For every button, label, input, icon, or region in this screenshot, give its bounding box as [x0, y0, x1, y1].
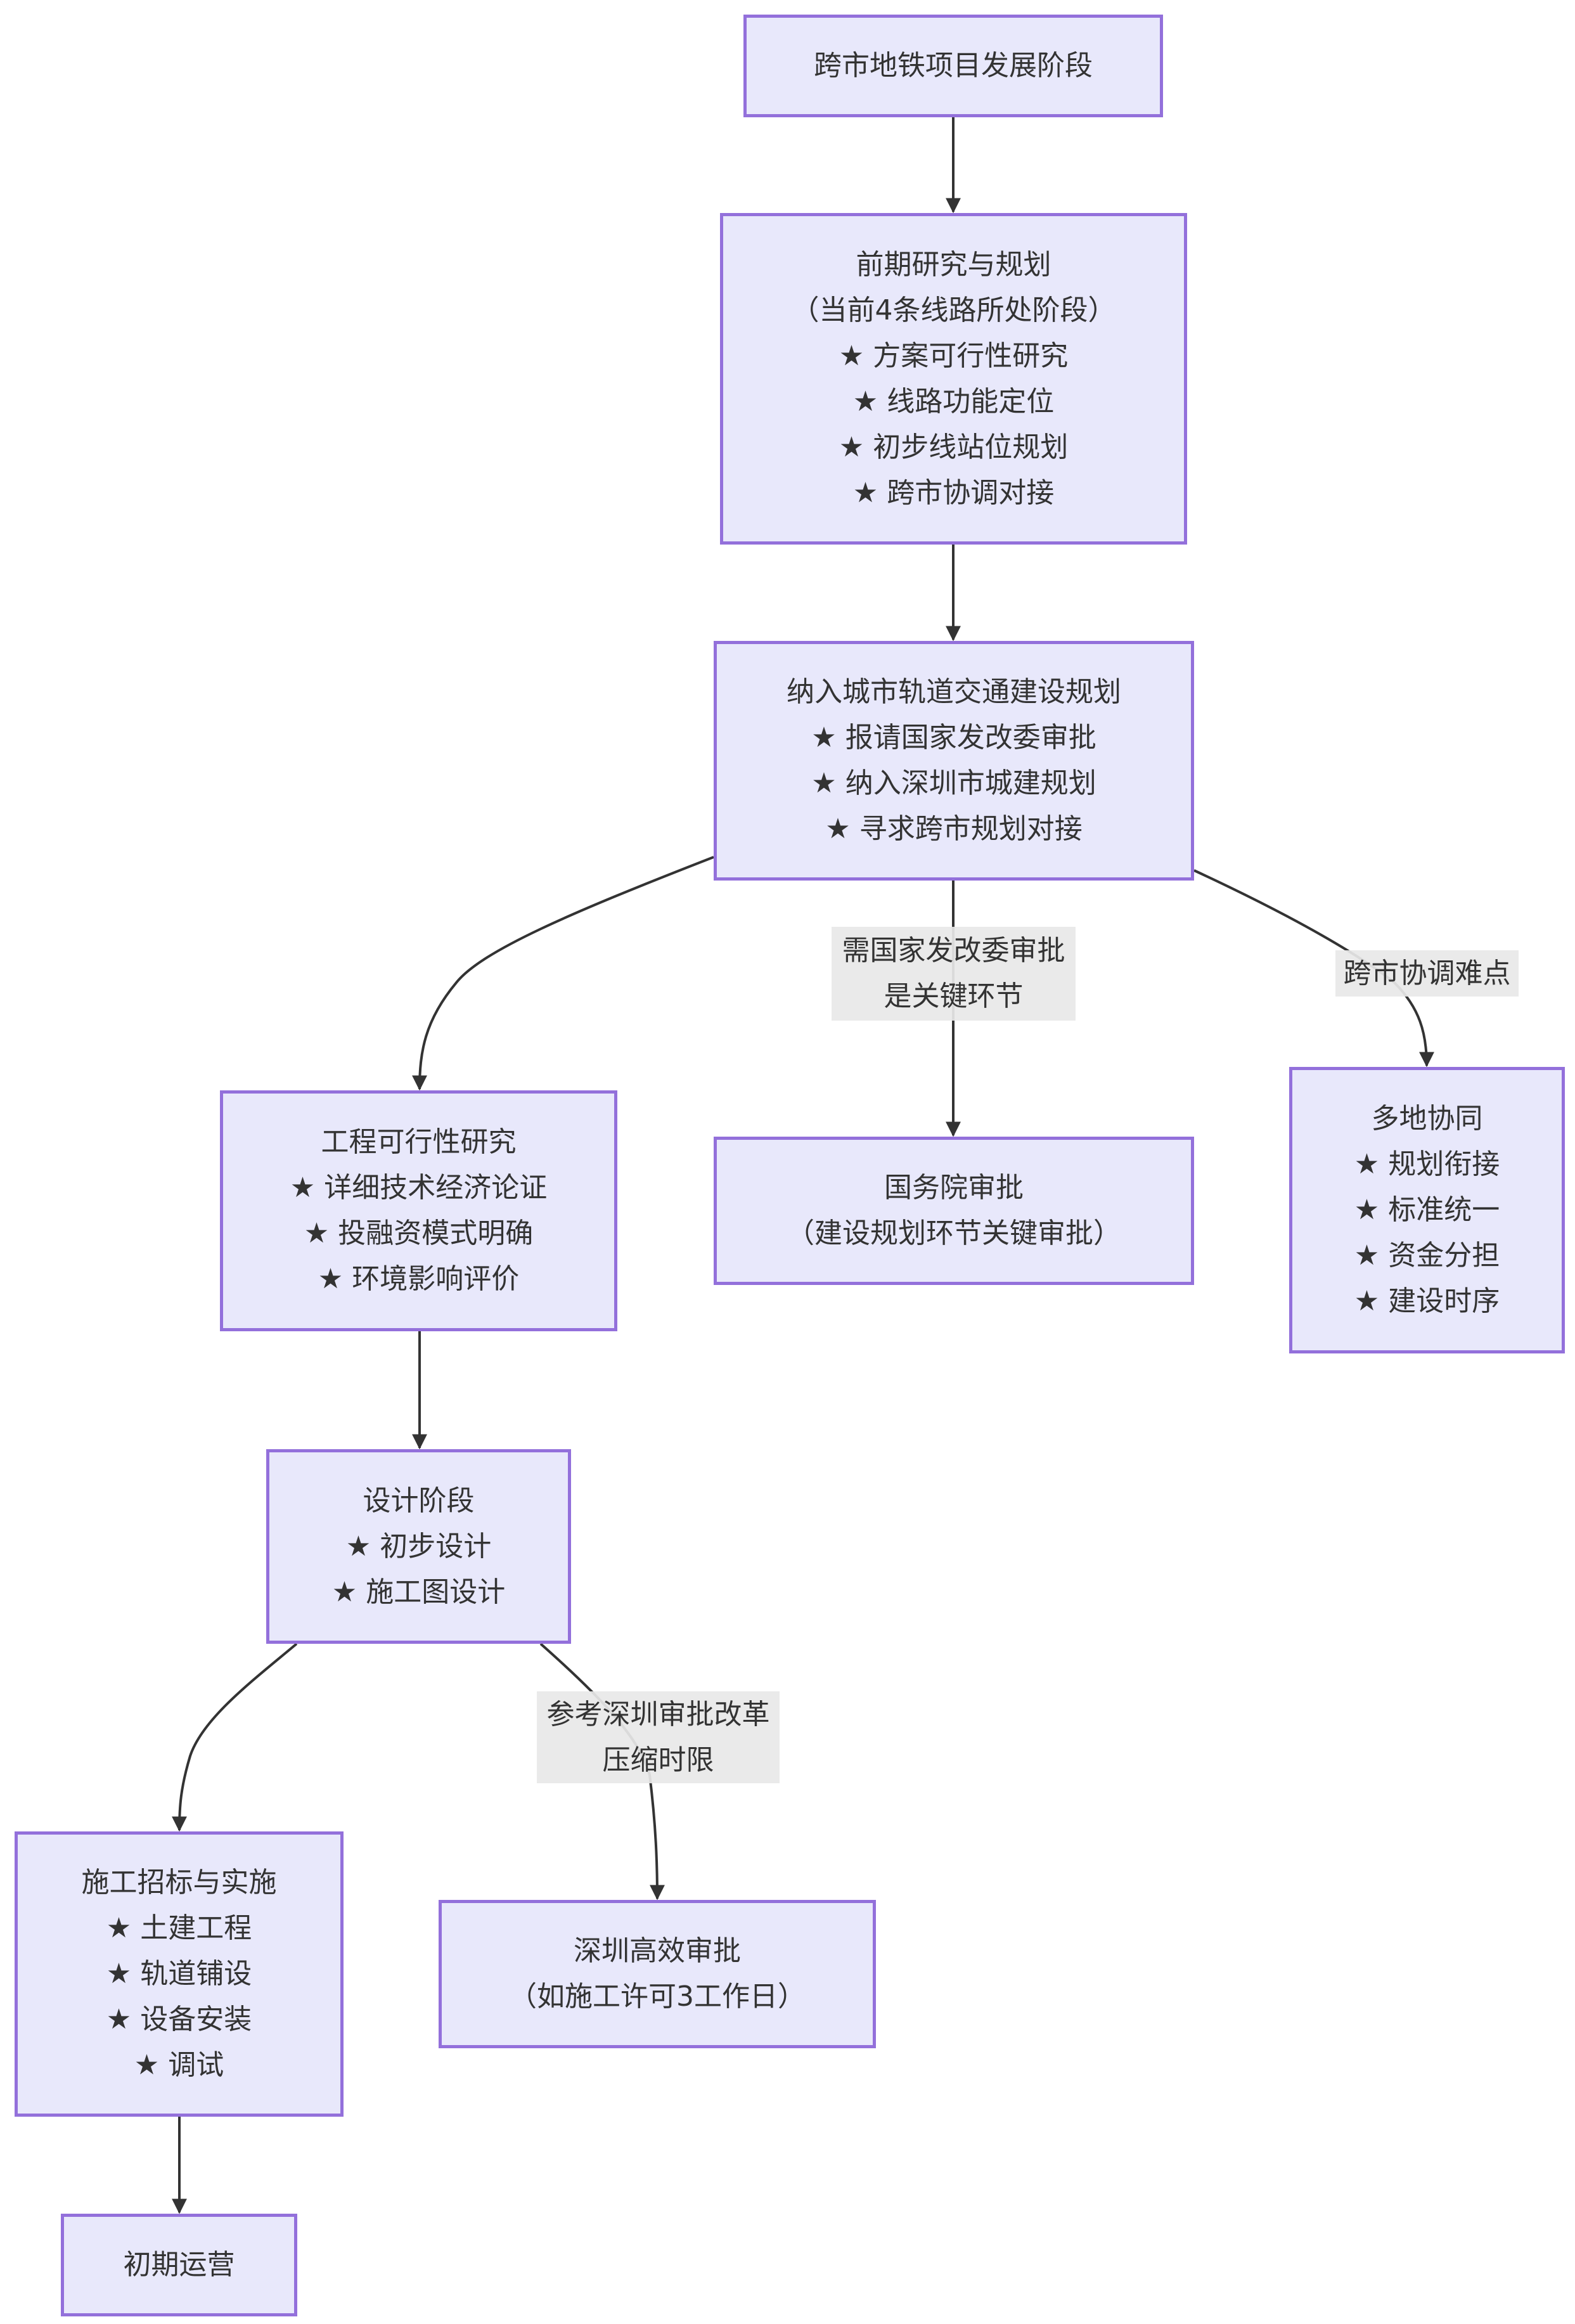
edge-design-to-build — [172, 1643, 298, 1832]
node-bullet: ★ 跨市协调对接 — [852, 476, 1055, 509]
node-title: 设计阶段 — [363, 1484, 475, 1517]
node-bullet: ★ 详细技术经济论证 — [290, 1172, 548, 1204]
edge-label-line: 压缩时限 — [602, 1743, 714, 1776]
node-include-in-plan: 纳入城市轨道交通建设规划 ★ 报请国家发改委审批 ★ 纳入深圳市城建规划 ★ 寻… — [714, 641, 1194, 881]
node-title: 工程可行性研究 — [321, 1126, 517, 1158]
node-bullet: ★ 土建工程 — [106, 1912, 252, 1944]
node-subtitle: （如施工许可3工作日） — [509, 1980, 806, 2013]
edge-label-line: 跨市协调难点 — [1343, 957, 1511, 990]
node-preliminary-research: 前期研究与规划 （当前4条线路所处阶段） ★ 方案可行性研究 ★ 线路功能定位 … — [720, 213, 1187, 545]
node-bullet: ★ 施工图设计 — [331, 1575, 506, 1608]
node-title: 初期运营 — [123, 2249, 235, 2281]
node-bullet: ★ 标准统一 — [1354, 1194, 1500, 1226]
node-initial-operation: 初期运营 — [61, 2214, 297, 2316]
node-title: 国务院审批 — [884, 1172, 1024, 1204]
node-title: 深圳高效审批 — [574, 1935, 741, 1967]
edge-label-cross-city: 跨市协调难点 — [1335, 950, 1519, 997]
edge-label-ndrc-approval: 需国家发改委审批 是关键环节 — [832, 927, 1076, 1021]
edge-include-to-feas — [412, 856, 714, 1091]
node-design-stage: 设计阶段 ★ 初步设计 ★ 施工图设计 — [266, 1449, 571, 1644]
edge-label-line: 参考深圳审批改革 — [546, 1698, 770, 1731]
node-state-council-approval: 国务院审批 （建设规划环节关键审批） — [714, 1137, 1194, 1285]
node-title: 前期研究与规划 — [856, 248, 1051, 281]
node-shenzhen-approval: 深圳高效审批 （如施工许可3工作日） — [439, 1900, 876, 2048]
node-bullet: ★ 环境影响评价 — [318, 1263, 520, 1295]
node-engineering-feasibility: 工程可行性研究 ★ 详细技术经济论证 ★ 投融资模式明确 ★ 环境影响评价 — [220, 1090, 617, 1331]
node-bullet: ★ 资金分担 — [1354, 1239, 1500, 1272]
node-title: 多地协同 — [1371, 1102, 1483, 1135]
node-subtitle: （当前4条线路所处阶段） — [791, 294, 1116, 326]
node-bullet: ★ 投融资模式明确 — [304, 1217, 534, 1249]
edge-label-line: 需国家发改委审批 — [842, 934, 1065, 967]
node-bullet: ★ 调试 — [134, 2049, 224, 2081]
node-subtitle: （建设规划环节关键审批） — [787, 1217, 1121, 1249]
node-project-stages: 跨市地铁项目发展阶段 — [743, 15, 1163, 117]
node-bullet: ★ 规划衔接 — [1354, 1148, 1500, 1180]
node-bullet: ★ 设备安装 — [106, 2003, 252, 2036]
edge-label-line: 是关键环节 — [884, 980, 1024, 1012]
node-title: 跨市地铁项目发展阶段 — [814, 49, 1093, 82]
node-bullet: ★ 初步线站位规划 — [839, 430, 1069, 463]
node-construction: 施工招标与实施 ★ 土建工程 ★ 轨道铺设 ★ 设备安装 ★ 调试 — [15, 1831, 344, 2117]
edge-label-shenzhen-reform: 参考深圳审批改革 压缩时限 — [537, 1691, 780, 1783]
node-bullet: ★ 纳入深圳市城建规划 — [811, 767, 1096, 799]
node-bullet: ★ 报请国家发改委审批 — [811, 721, 1096, 754]
node-bullet: ★ 建设时序 — [1354, 1285, 1500, 1317]
node-bullet: ★ 轨道铺设 — [106, 1958, 252, 1990]
node-title: 施工招标与实施 — [81, 1866, 277, 1899]
node-bullet: ★ 初步设计 — [345, 1530, 492, 1563]
node-bullet: ★ 方案可行性研究 — [839, 339, 1069, 372]
node-bullet: ★ 线路功能定位 — [852, 385, 1055, 418]
node-bullet: ★ 寻求跨市规划对接 — [825, 813, 1083, 845]
node-title: 纳入城市轨道交通建设规划 — [787, 676, 1121, 708]
node-multi-city-coordination: 多地协同 ★ 规划衔接 ★ 标准统一 ★ 资金分担 ★ 建设时序 — [1289, 1067, 1565, 1353]
